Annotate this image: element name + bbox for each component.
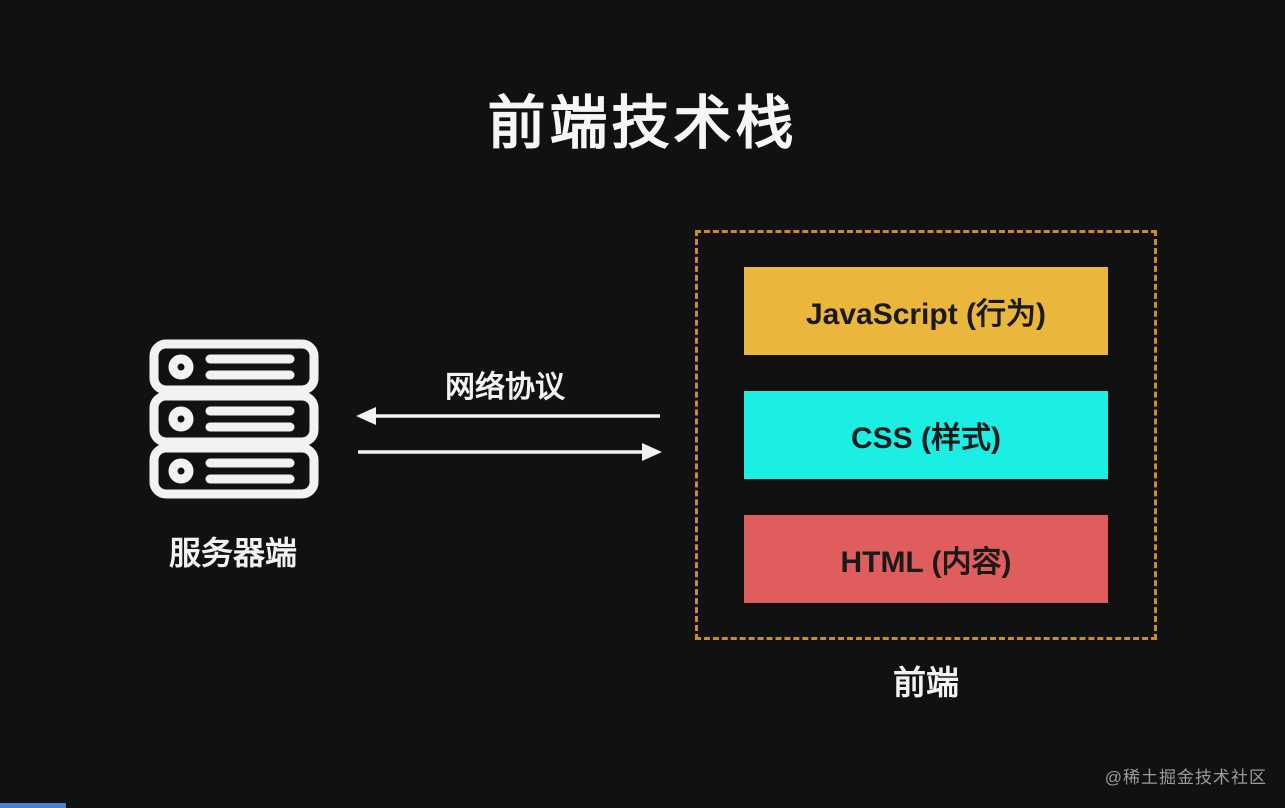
frontend-stack-box: JavaScript (行为) CSS (样式) HTML (内容)	[695, 230, 1157, 640]
stack-layer-javascript: JavaScript (行为)	[744, 267, 1108, 355]
server-label: 服务器端	[168, 535, 297, 571]
arrow-left-icon	[356, 407, 660, 425]
server-stack-icon	[149, 339, 319, 499]
watermark-text: @稀土掘金技术社区	[1104, 768, 1267, 787]
network-arrows	[356, 407, 662, 461]
stack-layer-label: JavaScript (行为)	[805, 298, 1047, 331]
progress-sliver	[0, 803, 66, 808]
stack-layer-label: HTML (内容)	[840, 546, 1012, 579]
frontend-caption: 前端	[893, 664, 959, 701]
stack-layer-html: HTML (内容)	[744, 515, 1108, 603]
network-protocol-label: 网络协议	[445, 371, 565, 404]
arrow-right-icon	[358, 443, 662, 461]
page-title: 前端技术栈	[487, 91, 798, 156]
stack-layer-css: CSS (样式)	[744, 391, 1108, 479]
stack-layer-label: CSS (样式)	[851, 422, 1001, 455]
